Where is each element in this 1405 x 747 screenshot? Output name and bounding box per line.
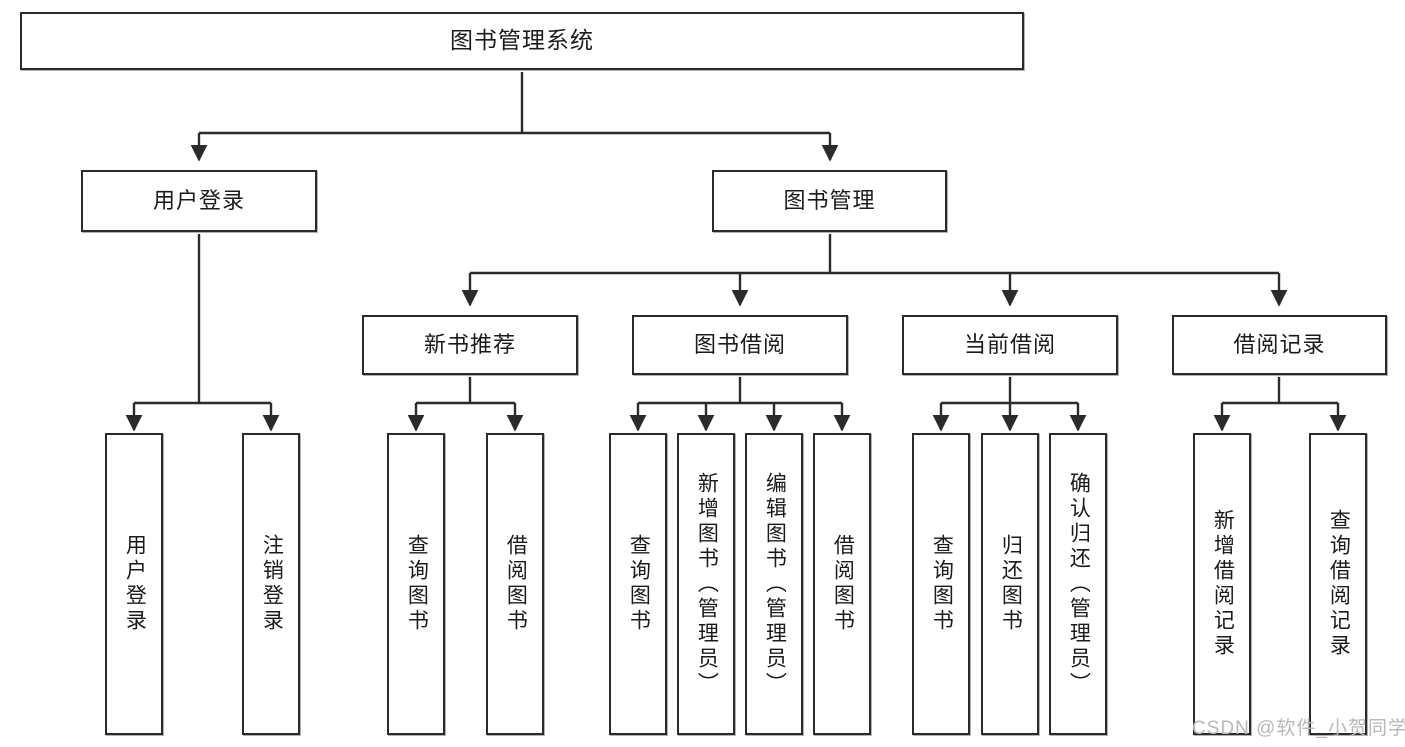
leaf-new-book-query[interactable]: 查询图书 bbox=[387, 433, 445, 735]
node-label: 图书管理系统 bbox=[450, 27, 594, 54]
node-book-management[interactable]: 图书管理 bbox=[712, 170, 947, 232]
node-label: 新增图书（管理员） bbox=[695, 471, 719, 697]
node-label: 注销登录 bbox=[260, 534, 284, 634]
node-book-borrow[interactable]: 图书借阅 bbox=[632, 315, 848, 375]
node-label: 查询借阅记录 bbox=[1327, 509, 1351, 659]
node-label: 用户登录 bbox=[123, 534, 147, 634]
leaf-new-book-borrow[interactable]: 借阅图书 bbox=[486, 433, 544, 735]
node-root-book-management-system[interactable]: 图书管理系统 bbox=[20, 12, 1024, 70]
node-label: 确认归还（管理员） bbox=[1067, 471, 1091, 697]
node-label: 借阅图书 bbox=[504, 534, 528, 634]
node-label: 查询图书 bbox=[405, 534, 429, 634]
leaf-user-login-logout[interactable]: 注销登录 bbox=[242, 433, 300, 735]
node-user-login[interactable]: 用户登录 bbox=[81, 170, 317, 232]
node-label: 借阅记录 bbox=[1233, 332, 1326, 358]
csdn-watermark: CSDN @软件_小贺同学 bbox=[1192, 718, 1405, 739]
leaf-borrow-query-book[interactable]: 查询图书 bbox=[609, 433, 667, 735]
node-new-book-recommend[interactable]: 新书推荐 bbox=[362, 315, 578, 375]
node-label: 归还图书 bbox=[999, 534, 1023, 634]
node-label: 编辑图书（管理员） bbox=[763, 471, 787, 697]
node-label: 用户登录 bbox=[152, 188, 245, 214]
leaf-record-query-record[interactable]: 查询借阅记录 bbox=[1309, 433, 1367, 735]
node-borrow-record[interactable]: 借阅记录 bbox=[1172, 315, 1387, 375]
node-label: 当前借阅 bbox=[963, 332, 1056, 358]
node-label: 图书管理 bbox=[783, 188, 876, 214]
leaf-current-return-book[interactable]: 归还图书 bbox=[981, 433, 1039, 735]
node-current-borrow[interactable]: 当前借阅 bbox=[902, 315, 1118, 375]
node-label: 新书推荐 bbox=[423, 332, 516, 358]
node-label: 查询图书 bbox=[627, 534, 651, 634]
node-label: 借阅图书 bbox=[831, 534, 855, 634]
node-label: 新增借阅记录 bbox=[1211, 509, 1235, 659]
leaf-current-confirm-return-admin[interactable]: 确认归还（管理员） bbox=[1049, 433, 1107, 735]
node-label: 查询图书 bbox=[930, 534, 954, 634]
leaf-user-login-login[interactable]: 用户登录 bbox=[105, 433, 163, 735]
leaf-current-query-book[interactable]: 查询图书 bbox=[912, 433, 970, 735]
node-label: 图书借阅 bbox=[693, 332, 786, 358]
leaf-borrow-add-book-admin[interactable]: 新增图书（管理员） bbox=[677, 433, 735, 735]
leaf-record-add-record[interactable]: 新增借阅记录 bbox=[1193, 433, 1251, 735]
leaf-borrow-borrow-book[interactable]: 借阅图书 bbox=[813, 433, 871, 735]
leaf-borrow-edit-book-admin[interactable]: 编辑图书（管理员） bbox=[745, 433, 803, 735]
